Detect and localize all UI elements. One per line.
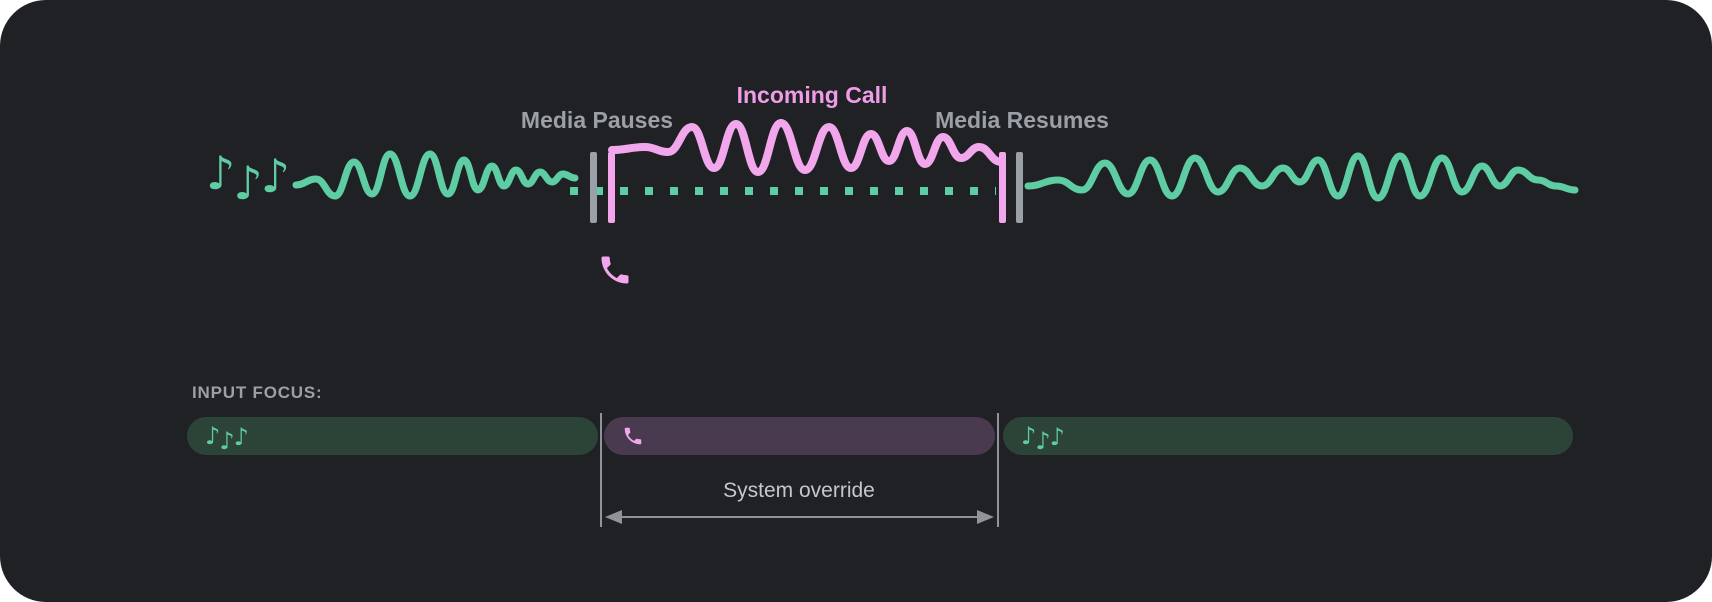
resume-marker-gray [1016, 152, 1023, 223]
incoming-call-wave [608, 118, 1005, 177]
input-focus-heading: INPUT FOCUS: [192, 383, 323, 402]
media-resumes-label: Media Resumes [935, 107, 1109, 133]
music-notes-icon: ♪♪♪ [1021, 422, 1065, 455]
override-arrow [605, 510, 994, 524]
input-focus-track-media-after: ♪♪♪ [1003, 417, 1573, 455]
media-wave-before [292, 150, 579, 200]
phone-call-icon [597, 252, 633, 288]
phone-call-icon [622, 425, 644, 447]
pause-marker-gray [590, 152, 597, 223]
input-focus-track-media-before: ♪♪♪ [187, 417, 598, 455]
music-notes-icon: ♪♪♪ [206, 146, 290, 210]
pause-marker-pink [608, 152, 615, 223]
media-pauses-label: Media Pauses [520, 107, 674, 133]
input-focus-track-call [604, 417, 995, 455]
music-notes-icon: ♪♪♪ [205, 422, 249, 455]
resume-marker-pink [999, 152, 1006, 223]
media-wave-after [1024, 152, 1579, 202]
incoming-call-label: Incoming Call [736, 82, 888, 108]
system-override-label: System override [723, 479, 875, 502]
